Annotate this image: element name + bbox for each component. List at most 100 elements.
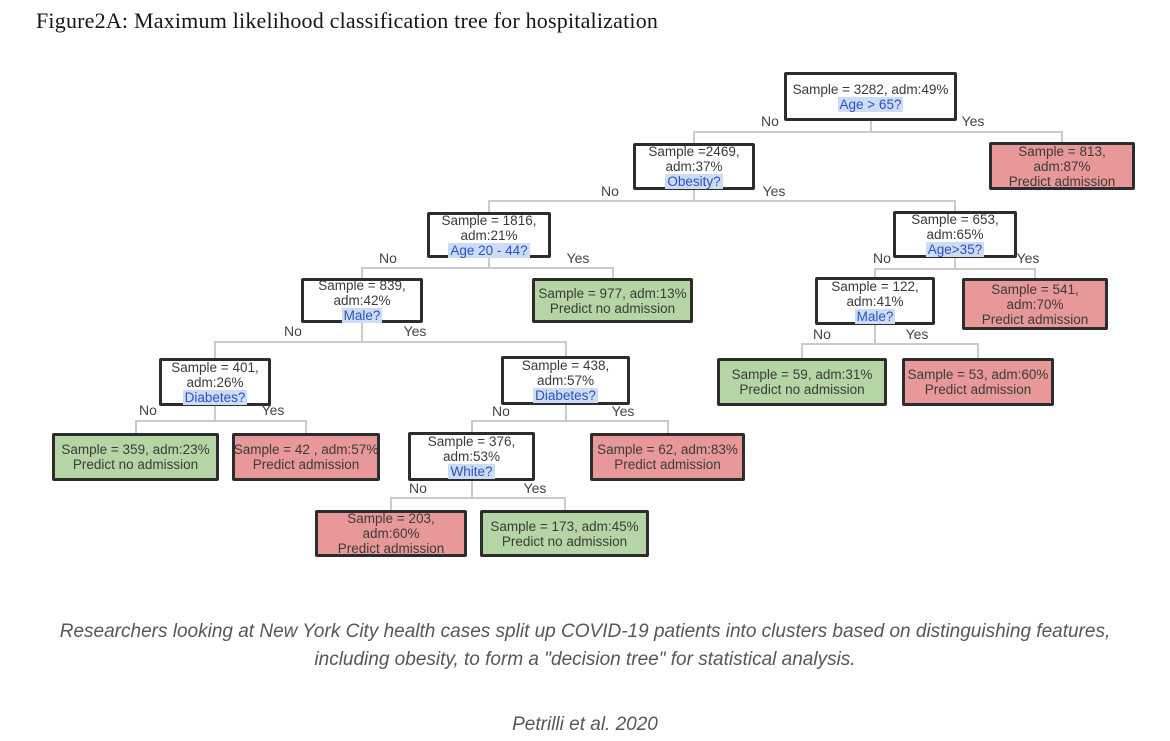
tree-question: Diabetes? <box>533 388 598 403</box>
branch-label-yes: Yes <box>1016 250 1040 266</box>
connector-line <box>874 325 876 343</box>
tree-node-text: adm:21% <box>460 227 518 243</box>
tree-node-n401: Sample = 401,adm:26%Diabetes? <box>159 358 271 406</box>
tree-node-adm42: Sample = 42 , adm:57%Predict admission <box>232 433 380 481</box>
tree-node-text: adm:41% <box>846 293 904 309</box>
tree-node-no359: Sample = 359, adm:23%Predict no admissio… <box>52 433 219 481</box>
branch-label-yes: Yes <box>403 323 427 339</box>
tree-node-text: Sample = 203, <box>347 511 435 526</box>
tree-node-text: Sample = 53, adm:60% <box>907 367 1049 382</box>
connector-line <box>693 190 695 200</box>
connector-line <box>305 420 307 433</box>
tree-node-no59: Sample = 59, adm:31%Predict no admission <box>717 358 887 406</box>
connector-line <box>801 343 979 345</box>
tree-node-adm813: Sample = 813,adm:87%Predict admission <box>989 142 1135 190</box>
branch-label-no: No <box>813 326 831 342</box>
connector-line <box>214 341 216 358</box>
tree-node-text: adm:26% <box>186 374 244 390</box>
tree-node-text: Sample = 541, <box>991 281 1079 297</box>
tree-node-adm53: Sample = 53, adm:60%Predict admission <box>902 358 1054 406</box>
tree-node-text: Sample = 62, adm:83% <box>597 442 738 457</box>
tree-node-root: Sample = 3282, adm:49%Age > 65? <box>784 72 957 121</box>
connector-line <box>214 406 216 420</box>
branch-label-no: No <box>284 323 302 339</box>
branch-label-yes: Yes <box>611 403 635 419</box>
connector-line <box>666 420 669 433</box>
branch-label-yes: Yes <box>905 326 929 342</box>
connector-line <box>1061 131 1063 142</box>
connector-line <box>390 497 566 499</box>
connector-line <box>874 268 876 277</box>
connector-line <box>954 200 956 211</box>
connector-line <box>488 258 490 267</box>
tree-node-text: adm:57% <box>536 373 595 388</box>
tree-node-text: Sample = 1816, <box>441 212 537 228</box>
tree-node-n438: Sample = 438,adm:57%Diabetes? <box>501 356 630 405</box>
connector-line <box>564 341 567 356</box>
tree-node-text: Predict no admission <box>739 382 865 397</box>
connector-line <box>1034 268 1036 278</box>
figure-caption: Researchers looking at New York City hea… <box>0 618 1170 674</box>
branch-label-yes: Yes <box>523 480 547 496</box>
branch-label-yes: Yes <box>261 402 285 418</box>
connector-line <box>134 420 307 422</box>
branch-label-no: No <box>601 183 619 199</box>
branch-label-no: No <box>409 480 427 496</box>
tree-node-adm203: Sample = 203,adm:60%Predict admission <box>315 510 467 557</box>
tree-node-text: Sample = 376, <box>427 434 516 449</box>
branch-label-no: No <box>873 250 891 266</box>
tree-node-n122: Sample = 122,adm:41%Male? <box>815 277 935 325</box>
decision-tree-figure: Sample = 3282, adm:49%Age > 65? Sample =2… <box>52 72 1135 557</box>
tree-node-text: adm:60% <box>362 526 420 541</box>
connector-line <box>470 420 669 422</box>
connector-line <box>470 420 473 432</box>
branch-label-no: No <box>492 403 510 419</box>
tree-node-obesity: Sample =2469,adm:37%Obesity? <box>633 143 755 190</box>
connector-line <box>214 341 567 343</box>
tree-node-text: Predict no admission <box>501 533 628 549</box>
tree-question: Obesity? <box>665 174 723 189</box>
branch-label-yes: Yes <box>566 250 590 266</box>
tree-node-text: Sample = 401, <box>171 359 259 375</box>
tree-question: White? <box>448 464 495 479</box>
tree-node-text: adm:70% <box>1006 296 1064 312</box>
tree-node-no977: Sample = 977, adm:13%Predict no admissio… <box>532 278 693 323</box>
connector-line <box>390 497 392 510</box>
tree-node-text: Predict admission <box>924 382 1032 397</box>
tree-node-text: Sample = 42 , adm:57% <box>233 442 379 457</box>
tree-node-text: adm:87% <box>1033 158 1091 174</box>
tree-node-text: Sample = 839, <box>318 278 406 293</box>
connector-line <box>693 131 695 143</box>
connector-line <box>361 323 363 341</box>
figure-title: Figure2A: Maximum likelihood classificat… <box>36 8 659 33</box>
citation: Petrilli et al. 2020 <box>512 714 658 735</box>
connector-line <box>564 405 567 420</box>
tree-node-text: Sample = 813, <box>1018 143 1106 159</box>
tree-node-n839: Sample = 839,adm:42%Male? <box>301 278 423 323</box>
connector-line <box>361 267 614 269</box>
tree-node-n653: Sample = 653,adm:65%Age>35? <box>893 211 1017 258</box>
tree-node-text: Sample = 173, adm:45% <box>490 518 639 534</box>
branch-label-no: No <box>139 402 157 418</box>
connector-line <box>874 268 1036 270</box>
tree-node-no173: Sample = 173, adm:45%Predict no admissio… <box>480 510 649 557</box>
tree-node-adm541: Sample = 541,adm:70%Predict admission <box>962 278 1108 330</box>
tree-node-text: Predict admission <box>981 311 1089 327</box>
tree-node-text: Sample = 438, <box>521 358 610 373</box>
caption-line-2: including obesity, to form a "decision t… <box>314 649 856 670</box>
tree-node-text: adm:42% <box>333 293 391 308</box>
tree-question: Age > 65? <box>837 96 904 112</box>
branch-label-no: No <box>379 250 397 266</box>
tree-node-text: adm:65% <box>926 227 984 242</box>
connector-line <box>869 121 872 131</box>
connector-line <box>470 481 473 497</box>
tree-node-text: Predict admission <box>1008 173 1116 189</box>
tree-node-text: Predict admission <box>337 541 445 556</box>
connector-line <box>563 497 566 510</box>
tree-node-text: adm:37% <box>665 159 723 174</box>
tree-node-text: Sample = 59, adm:31% <box>731 367 873 382</box>
connector-line <box>488 200 956 202</box>
tree-node-text: Sample = 122, <box>831 278 919 294</box>
connector-line <box>977 343 979 358</box>
tree-node-text: Sample =2469, <box>648 144 740 159</box>
